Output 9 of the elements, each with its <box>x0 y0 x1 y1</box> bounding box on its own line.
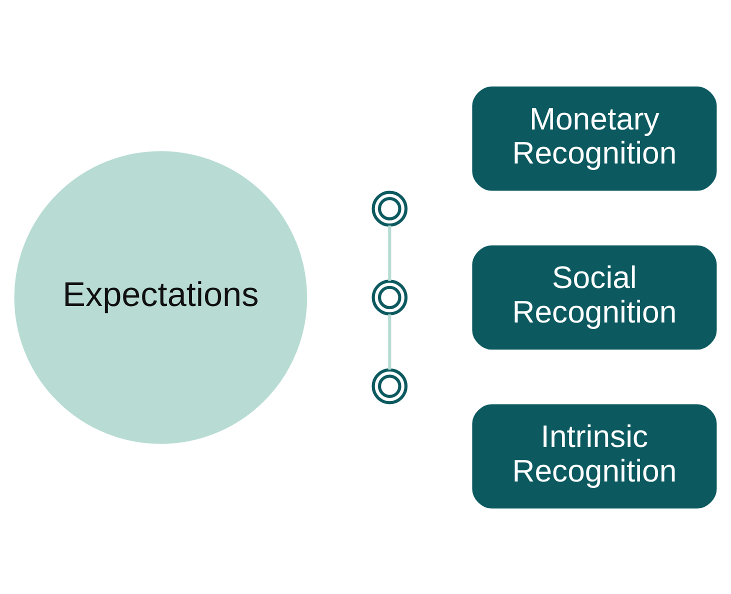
node-box: Monetary Recognition <box>472 86 717 190</box>
node-circle: Expectations <box>14 150 308 444</box>
node-box: Social Recognition <box>472 244 717 350</box>
node-box: Intrinsic Recognition <box>472 404 717 508</box>
connector <box>388 225 392 280</box>
node-circle <box>372 368 408 404</box>
node-circle <box>372 279 408 315</box>
connector <box>388 314 392 370</box>
node-circle <box>372 190 408 226</box>
